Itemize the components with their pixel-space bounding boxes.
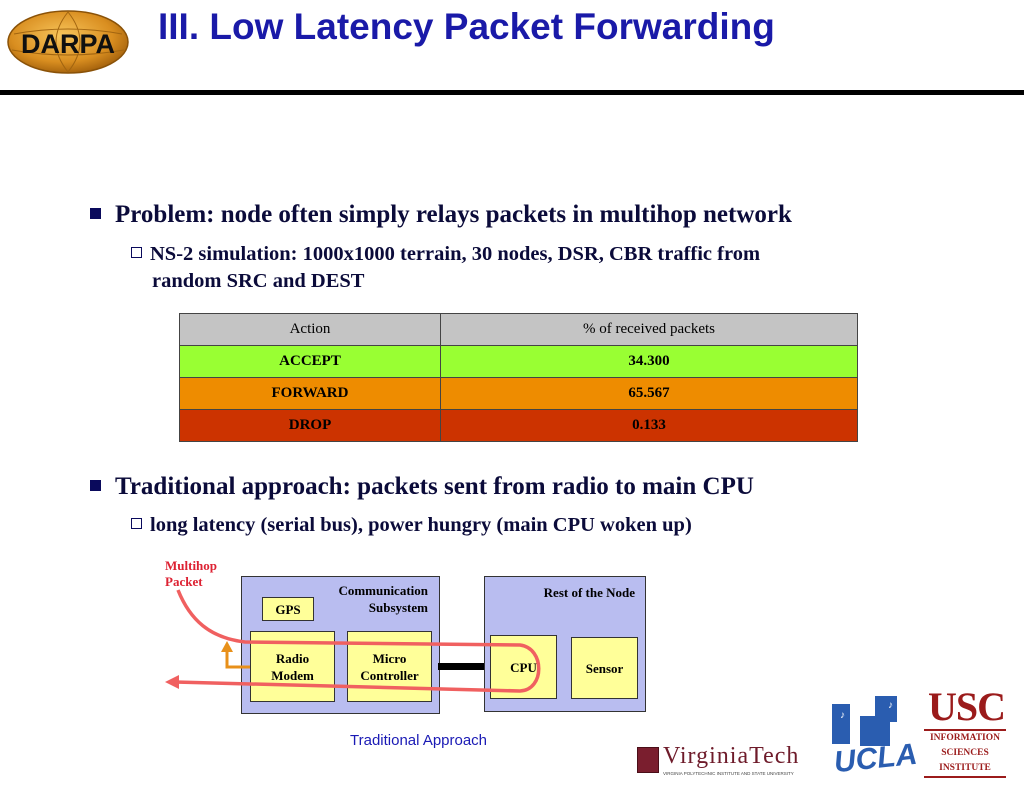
hollow-square-icon [131, 246, 142, 258]
comm-label-line1: Communication [338, 583, 428, 598]
virginia-tech-wordmark: VirginiaTech [663, 743, 800, 769]
ucla-logo: ♪ ♪ UCLA [830, 694, 919, 780]
usc-isi-logo: USC INFORMATION SCIENCES INSTITUTE [924, 683, 1009, 783]
table-cell-action: FORWARD [179, 377, 441, 410]
gps-box: GPS [262, 597, 314, 621]
sub-bullet-latency: long latency (serial bus), power hungry … [131, 512, 692, 539]
virginia-tech-subtitle: VIRGINIA POLYTECHNIC INSTITUTE AND STATE… [663, 771, 794, 776]
bullet-problem: Problem: node often simply relays packet… [90, 201, 792, 229]
title-divider [0, 90, 1024, 95]
table-cell-action: DROP [179, 409, 441, 442]
radio-modem-line1: Radio [275, 650, 310, 666]
sub-bullet-simulation-line1: NS-2 simulation: 1000x1000 terrain, 30 n… [150, 243, 761, 265]
bullet-square-icon [90, 207, 101, 219]
sub-bullet-simulation-line2: random SRC and DEST [152, 270, 365, 292]
sensor-box: Sensor [571, 637, 638, 699]
table-cell-value: 34.300 [440, 345, 858, 378]
sensor-label: Sensor [585, 660, 624, 676]
darpa-logo-text: DARPA [21, 29, 115, 59]
packet-path-curve [174, 589, 541, 693]
sub-bullet-simulation: NS-2 simulation: 1000x1000 terrain, 30 n… [131, 241, 760, 268]
bullet-square-icon [90, 479, 101, 491]
micro-controller-line2: Controller [360, 667, 419, 683]
virginia-tech-logo: VirginiaTech VIRGINIA POLYTECHNIC INSTIT… [637, 743, 817, 779]
multihop-packet-label-line1: Multihop [165, 558, 218, 573]
table-header-percent: % of received packets [440, 313, 858, 346]
slide-title: III. Low Latency Packet Forwarding [158, 6, 775, 47]
sub-bullet-latency-text: long latency (serial bus), power hungry … [150, 514, 692, 536]
table-row: ACCEPT 34.300 [179, 345, 858, 378]
hollow-square-icon [131, 517, 142, 529]
bullet-problem-text: Problem: node often simply relays packet… [115, 201, 792, 228]
virginia-tech-shield-icon [637, 747, 659, 773]
svg-text:♪: ♪ [888, 700, 893, 711]
isi-line3: INSTITUTE [939, 763, 991, 773]
comm-label-line2: Subsystem [368, 600, 428, 615]
table-row: FORWARD 65.567 [179, 377, 858, 410]
isi-line1: INFORMATION [929, 733, 1001, 743]
micro-controller-line1: Micro [372, 650, 407, 666]
ucla-wordmark: UCLA [832, 737, 919, 780]
isi-line2: SCIENCES [941, 748, 989, 758]
darpa-logo: DARPA [7, 10, 129, 74]
multihop-packet-label: Multihop Packet [165, 558, 217, 590]
table-cell-value: 0.133 [440, 409, 858, 442]
rest-of-node-label: Rest of the Node [543, 585, 635, 600]
svg-text:♪: ♪ [840, 710, 845, 721]
ucla-bruin-icon: ♪ ♪ [832, 696, 897, 746]
bullet-traditional-text: Traditional approach: packets sent from … [115, 473, 754, 500]
table-cell-action: ACCEPT [179, 345, 441, 378]
communication-subsystem-label: Communication Subsystem [300, 582, 428, 616]
gps-label: GPS [275, 601, 301, 617]
usc-wordmark: USC [928, 684, 1006, 729]
cpu-label: CPU [510, 659, 537, 675]
diagram-caption: Traditional Approach [350, 732, 488, 749]
table-row: DROP 0.133 [179, 409, 858, 442]
modem-orange-arrow [225, 650, 250, 669]
table-cell-value: 65.567 [440, 377, 858, 410]
usc-isi-subtitle: INFORMATION SCIENCES INSTITUTE [924, 729, 1006, 778]
multihop-packet-label-line2: Packet [165, 574, 203, 589]
packet-arrow-head-icon [165, 675, 179, 689]
radio-modem-line2: Modem [271, 667, 314, 683]
table-header-row: Action % of received packets [179, 313, 858, 346]
bullet-traditional: Traditional approach: packets sent from … [90, 473, 754, 501]
table-header-action: Action [179, 313, 441, 346]
serial-bus-link [438, 663, 484, 670]
results-table: Action % of received packets ACCEPT 34.3… [179, 313, 858, 442]
orange-arrow-head-icon [221, 641, 233, 652]
